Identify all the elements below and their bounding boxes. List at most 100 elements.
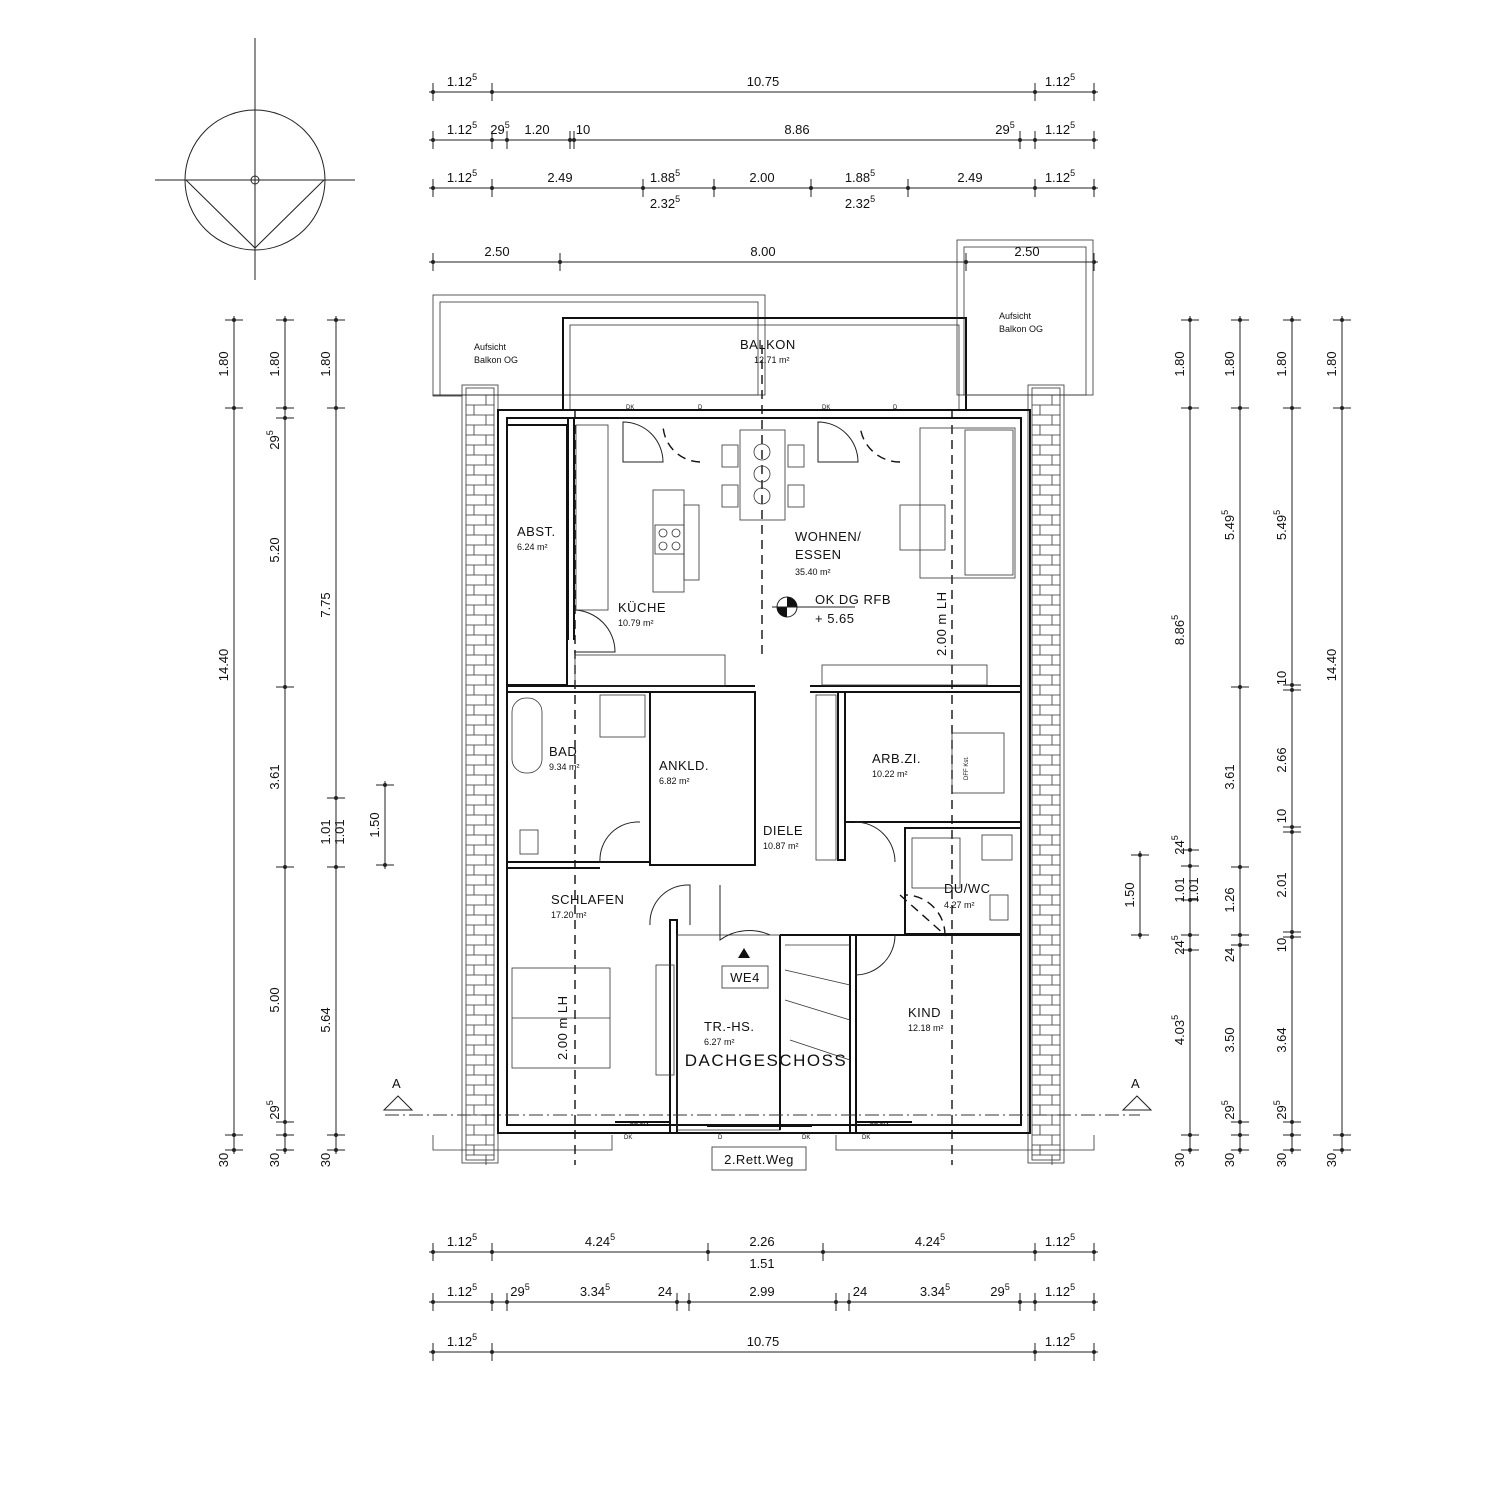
room-area-kueche: 10.79 m²: [618, 618, 654, 628]
shower: [911, 837, 961, 889]
dff-label: DFF Kst.: [964, 756, 970, 780]
dimension-value: 1.12: [1045, 74, 1070, 89]
dimension-value: 4.24: [585, 1234, 610, 1249]
window-label-d: D: [718, 1135, 723, 1141]
room-area-ankld: 6.82 m²: [659, 776, 690, 786]
dimension-value: 1.51: [749, 1256, 774, 1271]
dimension-value: 1.12: [1045, 1334, 1070, 1349]
dimension-label: 295: [990, 1282, 1009, 1299]
dimension-label: 1.125: [1045, 168, 1075, 185]
dimension-label: 3.345: [580, 1282, 610, 1299]
dimension-label: 1.80: [318, 351, 333, 376]
dimension-value: 1.80: [1222, 351, 1237, 376]
window-label-dk: DK: [626, 405, 634, 411]
dimension-value: 2.49: [547, 170, 572, 185]
dimension-superscript: 5: [525, 1282, 530, 1292]
dimension-value: 29: [995, 122, 1009, 137]
dimension-label: 295: [265, 430, 282, 449]
dimension-superscript: 5: [1010, 120, 1015, 130]
balcony-above-label-right: Aufsicht: [999, 311, 1032, 321]
dimension-superscript: 5: [605, 1282, 610, 1292]
dimension-superscript: 5: [472, 1232, 477, 1242]
dimension-label: 30: [1172, 1153, 1187, 1167]
dimension-value: 1.80: [216, 351, 231, 376]
dimension-value: 10.75: [747, 1334, 780, 1349]
dimension-superscript: 5: [1220, 1100, 1230, 1105]
dimension-value: 3.34: [580, 1284, 605, 1299]
dimension-label: 245: [1170, 835, 1187, 854]
dimension-value: 1.12: [447, 1284, 472, 1299]
dimension-value: 5.49: [1222, 515, 1237, 540]
dimension-value: 14.40: [216, 649, 231, 682]
dimension-value: 2.66: [1274, 747, 1289, 772]
dimension-label: 4.245: [915, 1232, 945, 1249]
dimension-label: 24: [1222, 948, 1237, 962]
dimension-superscript: 5: [675, 194, 680, 204]
dimension-value: 2.99: [749, 1284, 774, 1299]
dimension-label: 10: [1274, 809, 1289, 823]
dimension-label: 10: [1274, 671, 1289, 685]
room-area-trhs: 6.27 m²: [704, 1037, 735, 1047]
dimension-value: 1.01: [1172, 877, 1187, 902]
dimension-label: 2.49: [547, 170, 572, 185]
dimension-label: 2.50: [484, 244, 509, 259]
dimension-value: 30: [318, 1153, 333, 1167]
dimension-value: 30: [1222, 1153, 1237, 1167]
dimension-superscript: 5: [1005, 1282, 1010, 1292]
dimension-value: 5.20: [267, 537, 282, 562]
dimension-label: 2.66: [1274, 747, 1289, 772]
room-area-kind: 12.18 m²: [908, 1023, 944, 1033]
balcony-above-sublabel-right: Balkon OG: [999, 324, 1043, 334]
dimension-label: 1.125: [447, 1232, 477, 1249]
room-name-arbzi: ARB.ZI.: [872, 751, 921, 766]
dimension-value: 1.12: [447, 1334, 472, 1349]
room-area-wohnen: 35.40 m²: [795, 567, 831, 577]
dimension-value: 8.86: [1172, 620, 1187, 645]
kitchen-island: [652, 489, 685, 593]
dimension-value: 30: [1324, 1153, 1339, 1167]
dimension-value: 29: [490, 122, 504, 137]
dimension-label: 30: [1274, 1153, 1289, 1167]
dimension-label: 245: [1170, 935, 1187, 954]
escape-route-label: 2.Rett.Weg: [724, 1152, 794, 1167]
dimension-label: 7.75: [318, 592, 333, 617]
dimension-value: 1.01: [332, 819, 347, 844]
dimension-value: 2.49: [957, 170, 982, 185]
room-name-kind: KIND: [908, 1005, 941, 1020]
window-label-dk: DK: [802, 1135, 810, 1141]
dimension-value: 24: [1222, 948, 1237, 962]
dimension-label: 3.50: [1222, 1027, 1237, 1052]
dimension-label: 1.20: [524, 122, 549, 137]
dimension-label: 1.885: [650, 168, 680, 185]
drawing-title: DACHGESCHOSS: [685, 1051, 848, 1070]
dimension-label: 1.01: [1172, 877, 1187, 902]
dimension-value: 2.32: [845, 196, 870, 211]
dimension-label: 10: [1274, 938, 1289, 952]
unit-tag: WE4: [721, 948, 769, 989]
dimension-label: 295: [995, 120, 1014, 137]
dimension-value: 14.40: [1324, 649, 1339, 682]
dimension-value: 1.80: [1324, 351, 1339, 376]
dimension-value: 1.88: [650, 170, 675, 185]
right-dimension-column: 1.50: [1122, 851, 1149, 939]
dimension-label: 3.64: [1274, 1027, 1289, 1052]
dimension-label: 1.125: [447, 72, 477, 89]
section-triangle-icon: [382, 1095, 414, 1111]
dimension-value: 10: [1274, 671, 1289, 685]
dimension-label: 5.64: [318, 1007, 333, 1032]
dimension-value: 5.64: [318, 1007, 333, 1032]
dimension-value: 5.00: [267, 987, 282, 1012]
room-area-duwc: 4.27 m²: [944, 900, 975, 910]
dimension-label: 24: [658, 1284, 672, 1299]
window-label-dk: DK: [624, 1135, 632, 1141]
dimension-label: 1.01: [1186, 877, 1201, 902]
dimension-label: 1.125: [447, 120, 477, 137]
level-label: OK DG RFB: [815, 592, 891, 607]
dimension-superscript: 5: [610, 1232, 615, 1242]
dimension-superscript: 5: [472, 72, 477, 82]
